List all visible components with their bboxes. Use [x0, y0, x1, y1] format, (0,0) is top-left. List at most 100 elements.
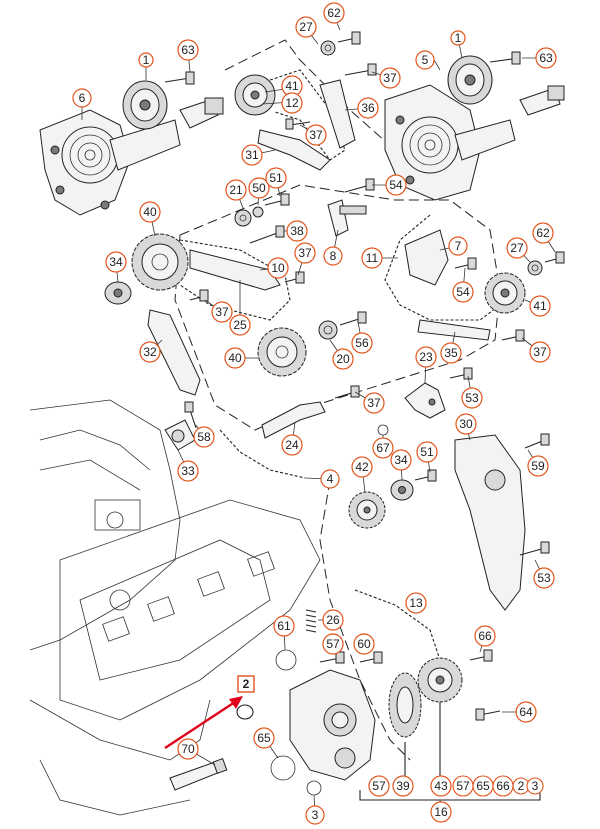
bottom-ref-3[interactable]: 3: [526, 777, 544, 795]
callout-34[interactable]: 34: [105, 251, 127, 273]
callout-36[interactable]: 36: [357, 97, 379, 119]
callout-57[interactable]: 57: [368, 775, 390, 797]
callout-67[interactable]: 67: [372, 437, 394, 459]
callout-42[interactable]: 42: [351, 456, 373, 478]
highlight-arrow: [164, 696, 243, 750]
bolt-58: [184, 401, 197, 429]
callout-53[interactable]: 53: [533, 567, 555, 589]
svg-text:59: 59: [531, 459, 545, 473]
callout-16[interactable]: 16: [430, 801, 452, 823]
bracket-23: [404, 382, 446, 419]
callout-51[interactable]: 51: [265, 167, 287, 189]
callout-70[interactable]: 70: [177, 738, 199, 760]
callout-26[interactable]: 26: [322, 609, 344, 631]
callout-62[interactable]: 62: [532, 222, 554, 244]
sprocket-41-right: [484, 272, 526, 314]
callout-37[interactable]: 37: [211, 301, 233, 323]
svg-text:63: 63: [539, 51, 553, 65]
callout-39[interactable]: 39: [392, 775, 414, 797]
callout-4[interactable]: 4: [320, 469, 340, 489]
callout-58[interactable]: 58: [193, 426, 215, 448]
svg-text:27: 27: [299, 20, 313, 34]
svg-text:50: 50: [252, 181, 266, 195]
callout-41[interactable]: 41: [529, 295, 551, 317]
callout-57[interactable]: 57: [322, 633, 344, 655]
callout-37[interactable]: 37: [379, 67, 401, 89]
callout-40[interactable]: 40: [139, 201, 161, 223]
callout-51[interactable]: 51: [416, 441, 438, 463]
callout-41[interactable]: 41: [281, 75, 303, 97]
svg-text:21: 21: [229, 183, 243, 197]
callout-21[interactable]: 21: [225, 179, 247, 201]
sprocket-42: [348, 491, 386, 529]
callout-32[interactable]: 32: [139, 341, 161, 363]
svg-text:67: 67: [376, 441, 390, 455]
callout-59[interactable]: 59: [527, 455, 549, 477]
svg-text:37: 37: [533, 345, 547, 359]
highlight-callout-2[interactable]: 2: [237, 675, 255, 693]
callout-30[interactable]: 30: [455, 413, 477, 435]
callout-37[interactable]: 37: [294, 242, 316, 264]
callout-62[interactable]: 62: [323, 2, 345, 24]
callout-43[interactable]: 43: [430, 775, 452, 797]
sprocket-43: [417, 657, 463, 703]
callout-54[interactable]: 54: [452, 281, 474, 303]
callout-23[interactable]: 23: [415, 346, 437, 368]
callout-34[interactable]: 34: [390, 449, 412, 471]
callout-63[interactable]: 63: [177, 39, 199, 61]
callout-6[interactable]: 6: [72, 88, 92, 108]
svg-text:4: 4: [327, 472, 334, 486]
callout-60[interactable]: 60: [353, 633, 375, 655]
callout-37[interactable]: 37: [529, 341, 551, 363]
callout-10[interactable]: 10: [267, 257, 289, 279]
callout-54[interactable]: 54: [385, 174, 407, 196]
seal-67: [377, 424, 389, 436]
svg-text:51: 51: [269, 171, 283, 185]
callout-5[interactable]: 5: [415, 50, 435, 70]
bottom-ref-65[interactable]: 65: [472, 775, 494, 797]
callout-33[interactable]: 33: [177, 460, 199, 482]
bolt-37-lower: [334, 385, 360, 399]
callout-65[interactable]: 65: [253, 727, 275, 749]
callout-37[interactable]: 37: [363, 392, 385, 414]
callout-66[interactable]: 66: [474, 625, 496, 647]
callout-13[interactable]: 13: [405, 592, 427, 614]
svg-text:25: 25: [233, 318, 247, 332]
callout-27[interactable]: 27: [506, 237, 528, 259]
callout-35[interactable]: 35: [440, 342, 462, 364]
callout-38[interactable]: 38: [286, 220, 308, 242]
callout-20[interactable]: 20: [332, 348, 354, 370]
callout-40[interactable]: 40: [224, 347, 246, 369]
callout-25[interactable]: 25: [229, 314, 251, 336]
callout-56[interactable]: 56: [351, 332, 373, 354]
bottom-ref-57[interactable]: 57: [452, 775, 474, 797]
callout-61[interactable]: 61: [273, 615, 295, 637]
bottom-reference-row: 57 65 66 2 3: [452, 775, 544, 797]
svg-text:32: 32: [143, 345, 157, 359]
callout-50[interactable]: 50: [248, 177, 270, 199]
callout-3[interactable]: 3: [305, 805, 325, 825]
bottom-ref-66[interactable]: 66: [492, 775, 514, 797]
callout-63[interactable]: 63: [535, 47, 557, 69]
callout-8[interactable]: 8: [323, 246, 343, 266]
svg-text:35: 35: [444, 346, 458, 360]
callout-64[interactable]: 64: [515, 701, 537, 723]
callout-24[interactable]: 24: [281, 434, 303, 456]
chain-4: [219, 429, 306, 479]
svg-text:39: 39: [396, 779, 410, 793]
svg-text:1: 1: [455, 31, 462, 45]
callout-27[interactable]: 27: [295, 16, 317, 38]
callout-37[interactable]: 37: [305, 124, 327, 146]
callout-12[interactable]: 12: [281, 92, 303, 114]
callout-11[interactable]: 11: [361, 247, 383, 269]
callout-7[interactable]: 7: [448, 236, 468, 256]
sprocket-41-upper: [234, 74, 276, 116]
callout-53[interactable]: 53: [461, 387, 483, 409]
callout-1[interactable]: 1: [450, 30, 466, 46]
svg-text:54: 54: [456, 285, 470, 299]
callout-1[interactable]: 1: [138, 52, 154, 68]
bolt-62-right: [544, 251, 565, 264]
bolt-60: [359, 651, 383, 664]
callout-31[interactable]: 31: [241, 144, 263, 166]
